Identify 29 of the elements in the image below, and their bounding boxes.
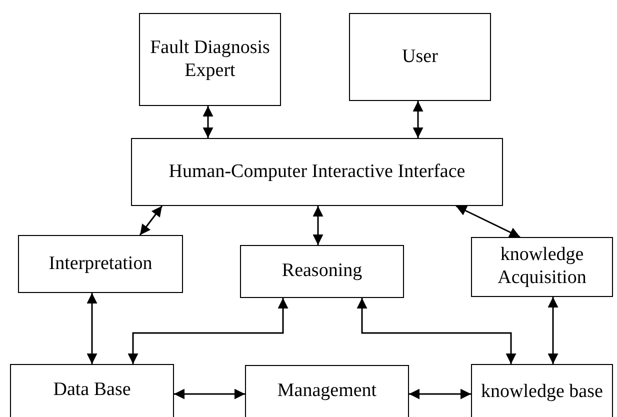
arrow [139,206,163,236]
box-label: knowledge Acquisition [496,244,588,290]
process-box [245,365,409,417]
arrow [86,293,98,364]
process-box [131,138,503,206]
arrow [548,297,558,364]
box-label: Fault Diagnosis Expert [149,36,271,82]
process-box [471,364,613,417]
arrow [412,101,424,138]
process-box [240,245,404,298]
box-label: User [402,46,438,68]
arrow [174,388,245,400]
arrow [312,206,324,245]
box-label: Human-Computer Interactive Interface [168,160,466,184]
arrow [128,298,288,364]
box-label: Interpretation [48,252,152,276]
process-box [18,235,183,293]
process-box [10,364,174,417]
arrow [356,298,516,364]
arrow [202,106,214,138]
box-label: Reasoning [282,260,362,283]
box-label: Data Base [53,378,131,402]
process-box [139,13,281,106]
process-box [349,13,491,101]
box-label: Management [277,380,377,402]
arrow [456,205,520,238]
process-box [471,237,613,297]
box-label: knowledge base [481,380,603,404]
arrow [409,388,471,400]
